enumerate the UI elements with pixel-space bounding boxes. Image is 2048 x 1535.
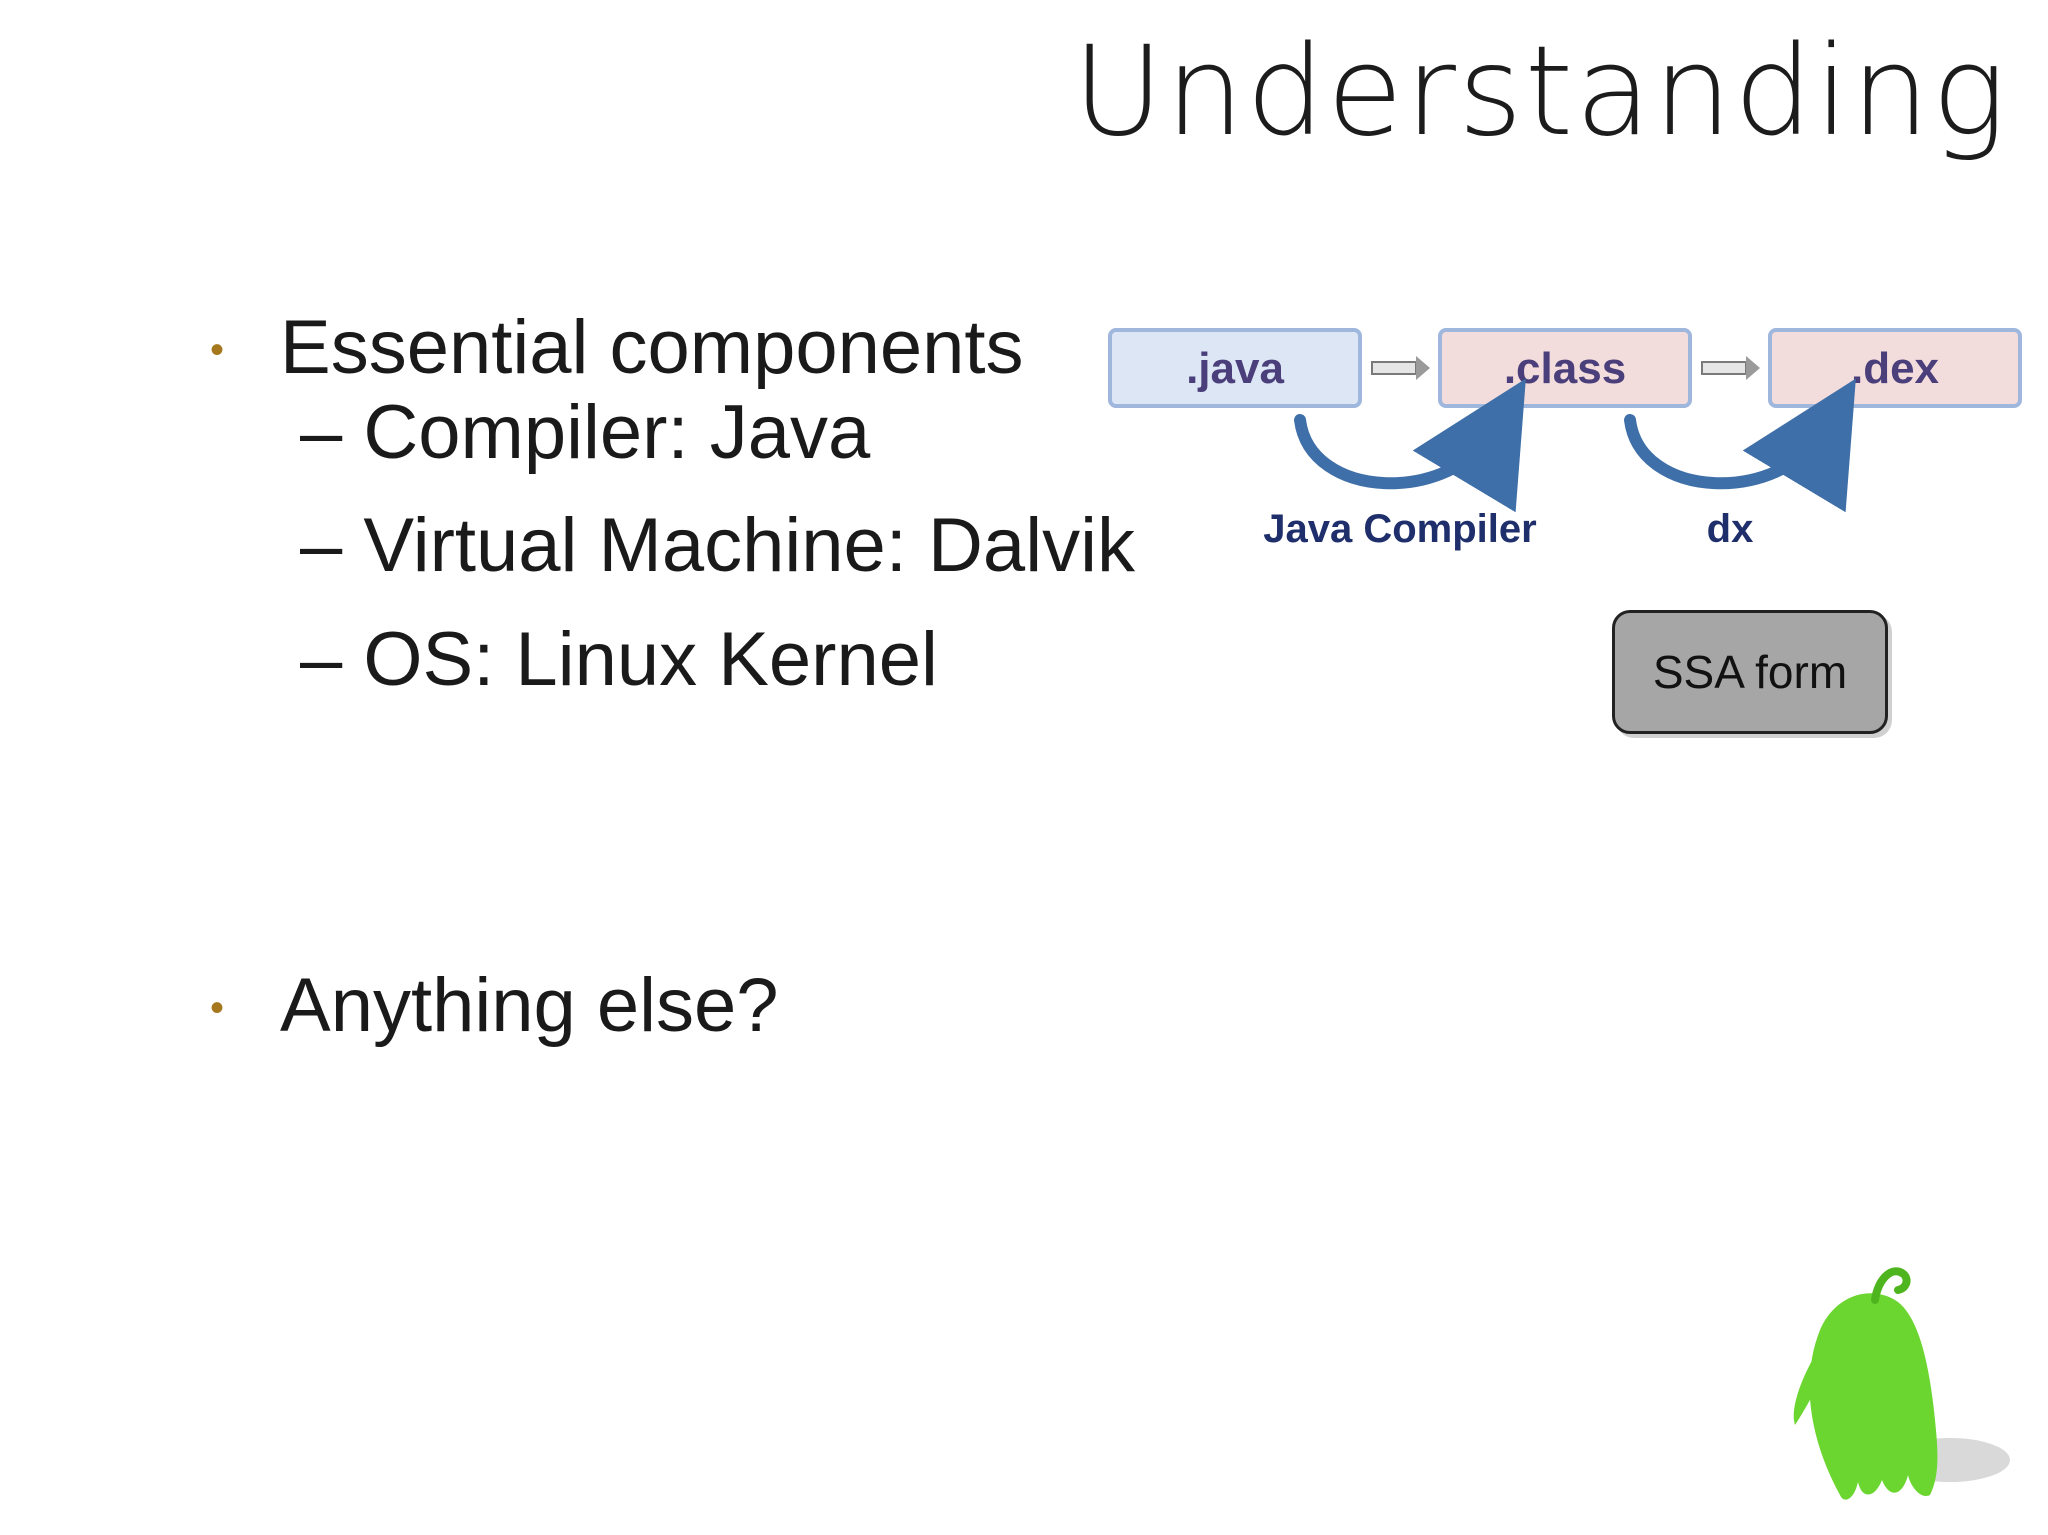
curved-arrow-icon xyxy=(1294,378,1526,513)
ssa-form-box: SSA form xyxy=(1612,610,1888,734)
java-compiler-label: Java Compiler xyxy=(1263,507,1536,551)
subitem-compiler: – Compiler: Java xyxy=(300,390,871,475)
bullet-text: Essential components xyxy=(280,305,1024,390)
bullet-text: Anything else? xyxy=(280,963,779,1048)
dex-file-label: .dex xyxy=(1851,344,1940,393)
green-android-mascot-icon xyxy=(1793,1267,2010,1500)
double-arrow-right-icon xyxy=(1371,356,1430,380)
slide-title: Understanding xyxy=(1072,20,2008,164)
compilation-pipeline-diagram: .java .class .dex Java Compiler dx xyxy=(1108,328,2022,551)
dex-file-box: .dex xyxy=(1768,328,2022,408)
dx-label: dx xyxy=(1707,507,1754,551)
subitem-virtual-machine: – Virtual Machine: Dalvik xyxy=(300,503,1135,588)
class-file-label: .class xyxy=(1504,344,1626,393)
java-file-label: .java xyxy=(1186,344,1284,393)
java-file-box: .java xyxy=(1108,328,1362,408)
bullet-marker: • xyxy=(210,328,225,372)
subitem-os: – OS: Linux Kernel xyxy=(300,617,938,702)
ssa-form-label: SSA form xyxy=(1652,646,1848,698)
curved-arrow-icon xyxy=(1624,378,1856,513)
double-arrow-right-icon xyxy=(1701,356,1760,380)
class-file-box: .class xyxy=(1438,328,1692,408)
bullet-marker: • xyxy=(210,986,225,1030)
